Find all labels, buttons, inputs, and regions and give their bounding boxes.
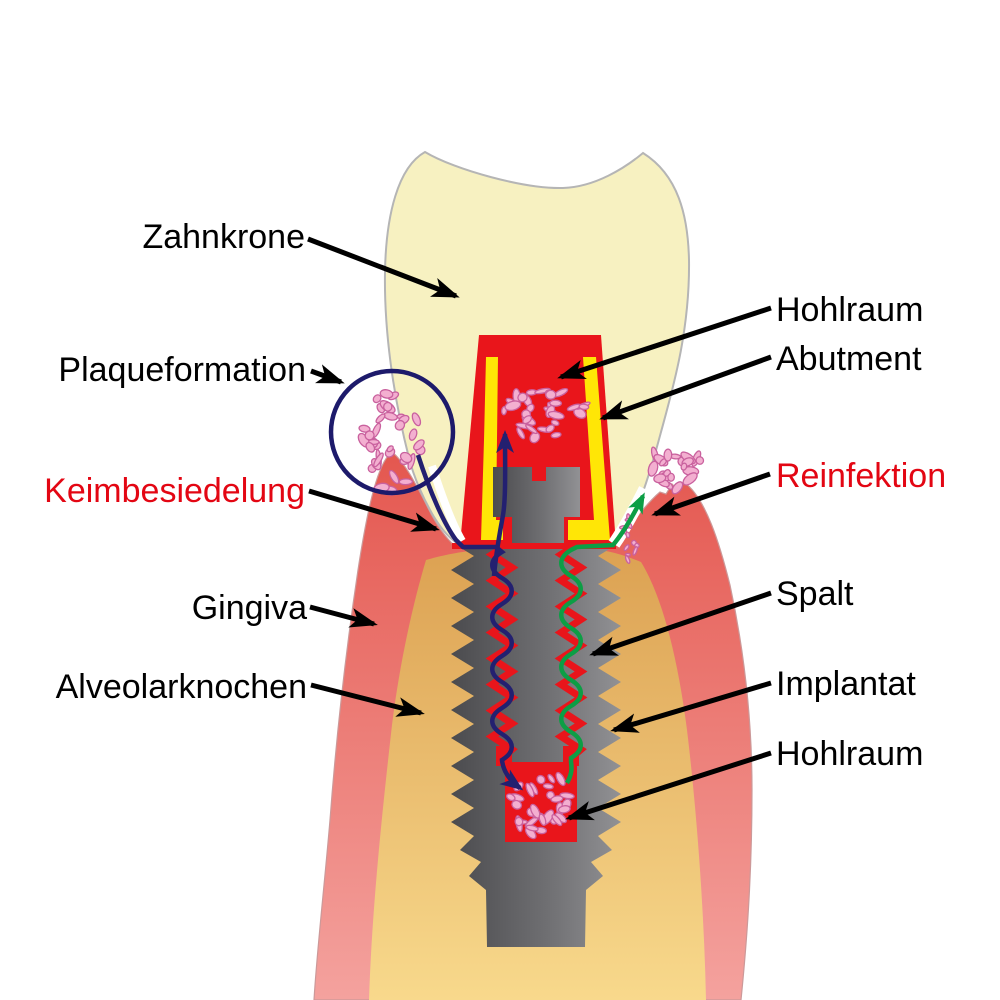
bacterium — [536, 774, 546, 785]
label-keimbesiedelung: Keimbesiedelung — [44, 472, 305, 510]
bacterium — [398, 478, 414, 486]
bacteria-clusters — [357, 387, 705, 840]
leader-gingiva — [309, 604, 378, 628]
bacterium — [529, 431, 541, 444]
label-hohlraum-bottom: Hohlraum — [776, 735, 923, 773]
bacterium — [551, 814, 563, 827]
abutment-core — [493, 467, 580, 543]
bacterium — [550, 431, 562, 439]
leader-keimbesiedelung — [308, 488, 440, 532]
bacterium — [525, 424, 538, 435]
crown-margin-left-yellow — [481, 357, 503, 540]
bacterium — [375, 413, 386, 424]
bacterium — [534, 387, 551, 395]
infection-pathways — [415, 430, 646, 791]
leader-abutment — [599, 354, 772, 421]
bacteria-cluster-apical-cavity — [506, 771, 575, 840]
leader-plaqueformation — [310, 364, 345, 385]
bacterium — [555, 771, 566, 787]
bacterium — [516, 427, 526, 440]
leader-spalt — [589, 590, 772, 657]
plaque-circle — [328, 368, 456, 496]
bacterium — [506, 793, 516, 802]
pathway-blue-into-crown-cavity — [491, 430, 515, 577]
bacterium — [625, 531, 631, 539]
leader-hohlraum-top — [557, 305, 772, 380]
bacterium — [379, 389, 394, 399]
bacterium — [653, 473, 667, 484]
label-alveolarknochen: Alveolarknochen — [56, 668, 307, 706]
bacterium — [522, 415, 533, 425]
bacterium — [578, 403, 590, 411]
bacterium — [623, 544, 630, 552]
bacterium — [545, 389, 557, 400]
thread-gap-left-red — [485, 545, 519, 761]
bacterium — [358, 424, 371, 433]
bacterium — [517, 392, 528, 403]
implant-assembly — [451, 335, 621, 947]
bacterium — [667, 472, 675, 482]
bacterium — [399, 451, 413, 464]
label-abutment: Abutment — [776, 340, 922, 378]
bacterium — [408, 428, 418, 441]
bacterium — [372, 394, 382, 404]
label-implantat: Implantat — [776, 665, 916, 703]
bacterium — [411, 412, 422, 427]
bacteria-cluster-plaque — [357, 389, 426, 496]
bacterium — [680, 462, 688, 471]
bacterium — [550, 419, 560, 427]
leader-zahnkrone — [307, 236, 460, 299]
label-plaqueformation: Plaqueformation — [58, 351, 306, 389]
annotations: Zahnkrone Plaqueformation Keimbesiedelun… — [44, 218, 946, 821]
bacterium — [388, 469, 400, 485]
leader-alveolarknochen — [310, 682, 425, 717]
leader-implantat — [610, 680, 772, 733]
bacterium — [547, 410, 565, 420]
leader-reinfektion — [651, 471, 771, 517]
bacterium — [542, 783, 554, 790]
label-spalt: Spalt — [776, 575, 854, 613]
bacterium — [663, 448, 673, 462]
bacterium — [394, 419, 406, 431]
bacterium — [550, 795, 564, 803]
bacterium — [386, 445, 394, 453]
leader-hohlraum-bottom — [565, 750, 772, 821]
bacterium — [682, 472, 698, 486]
bacteria-cluster-right-gingiva — [647, 446, 705, 495]
bacteria-cluster-crown-cavity — [501, 387, 591, 444]
label-zahnkrone: Zahnkrone — [142, 218, 305, 256]
bacterium — [671, 481, 684, 495]
bacterium — [547, 773, 556, 784]
bacterium — [365, 441, 376, 453]
bacterium — [525, 782, 535, 798]
label-gingiva: Gingiva — [192, 589, 307, 627]
bacterium — [624, 555, 631, 564]
pathway-green-apex-to-sulcus — [559, 492, 646, 785]
bacterium — [559, 792, 575, 800]
bacterium — [504, 400, 522, 412]
bacterium — [525, 824, 539, 832]
bacterium — [383, 401, 393, 412]
bacterium — [549, 399, 563, 407]
label-reinfektion: Reinfektion — [776, 457, 946, 495]
bacterium — [545, 424, 555, 433]
bacterium — [538, 813, 547, 827]
bacterium — [364, 430, 375, 441]
bacterium — [511, 799, 523, 810]
bacterium — [413, 439, 425, 451]
bacterium — [632, 546, 638, 556]
bacterium — [695, 456, 705, 465]
bacterium — [514, 816, 524, 827]
label-hohlraum-top: Hohlraum — [776, 291, 923, 329]
bacterium — [373, 452, 384, 468]
